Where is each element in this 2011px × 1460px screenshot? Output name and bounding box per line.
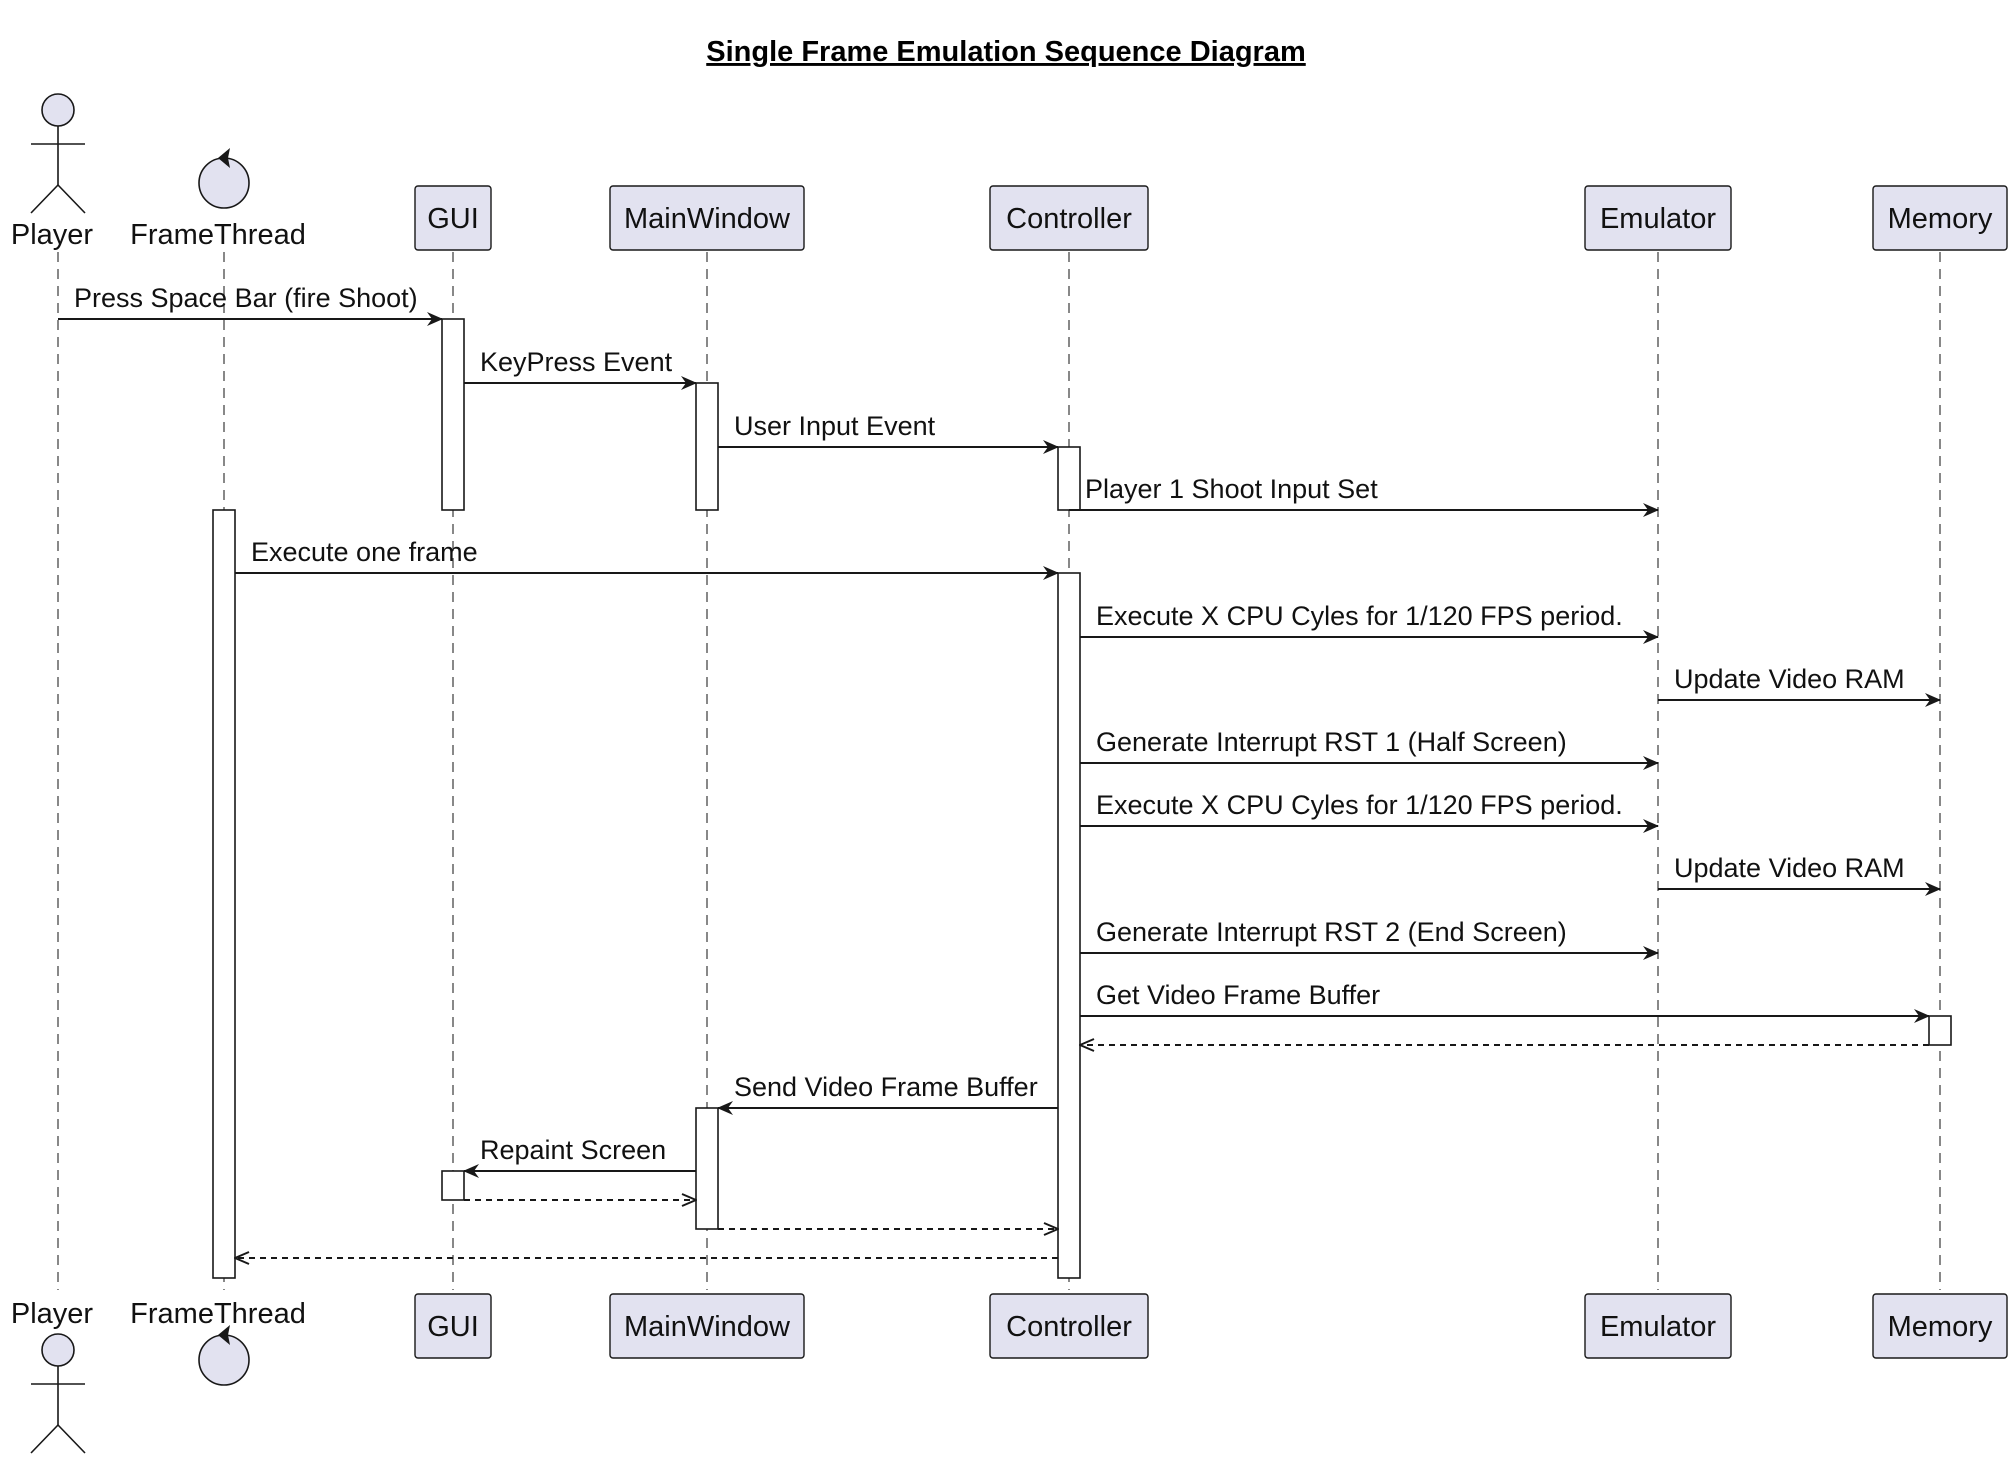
message-label: Execute X CPU Cyles for 1/120 FPS period…: [1096, 790, 1623, 820]
message-label: Press Space Bar (fire Shoot): [74, 283, 418, 313]
message-12: Get Video Frame Buffer: [1080, 980, 1930, 1023]
message-14: Send Video Frame Buffer: [717, 1072, 1058, 1115]
participant-box: [1872, 1293, 2008, 1359]
participant-memory-bottom: Memory: [1872, 1293, 2008, 1359]
participant-player-top: Player: [11, 93, 94, 251]
participant-box: [609, 1293, 805, 1359]
participant-label: Memory: [1888, 203, 1993, 235]
messages: Press Space Bar (fire Shoot) KeyPress Eve…: [58, 283, 1941, 1258]
message-label: Repaint Screen: [480, 1135, 666, 1165]
diagram-title: Single Frame Emulation Sequence Diagram: [706, 36, 1306, 68]
participant-label: Emulator: [1600, 203, 1716, 235]
message-1: Press Space Bar (fire Shoot): [58, 283, 443, 326]
participant-framethread-top: FrameThread: [130, 148, 306, 251]
participant-label: GUI: [427, 203, 479, 235]
participant-box: [1584, 1293, 1732, 1359]
activation-bar-framethread: [212, 509, 236, 1279]
message-2: KeyPress Event: [464, 347, 697, 390]
participant-framethread-bottom: FrameThread: [130, 1298, 306, 1386]
message-label: Send Video Frame Buffer: [734, 1072, 1038, 1102]
message-5: Execute one frame: [235, 537, 1059, 580]
participant-box: [989, 185, 1149, 251]
participant-label: MainWindow: [624, 1311, 791, 1343]
participants-footer: Player FrameThread GUI MainWindow Controller…: [11, 1293, 2008, 1454]
participant-label: FrameThread: [130, 1298, 306, 1330]
lifelines: [57, 252, 1941, 1290]
participant-box: [1584, 185, 1732, 251]
message-label: Update Video RAM: [1674, 664, 1905, 694]
participant-box: [1872, 185, 2008, 251]
participant-label: Player: [11, 219, 94, 251]
control-icon: [198, 1325, 250, 1386]
message-3: User Input Event: [718, 411, 1059, 454]
activation-bars: [212, 318, 1952, 1279]
message-label: Generate Interrupt RST 2 (End Screen): [1096, 917, 1567, 947]
message-11: Generate Interrupt RST 2 (End Screen): [1080, 917, 1659, 960]
participant-player-bottom: Player: [11, 1298, 94, 1454]
participant-label: Controller: [1006, 203, 1132, 235]
message-label: Execute X CPU Cyles for 1/120 FPS period…: [1096, 601, 1623, 631]
message-15: Repaint Screen: [463, 1135, 696, 1178]
participant-label: FrameThread: [130, 219, 306, 251]
participant-emulator-bottom: Emulator: [1584, 1293, 1732, 1359]
message-label: Generate Interrupt RST 1 (Half Screen): [1096, 727, 1567, 757]
participant-box: [414, 185, 492, 251]
message-9: Execute X CPU Cyles for 1/120 FPS period…: [1080, 790, 1659, 833]
message-label: KeyPress Event: [480, 347, 673, 377]
participant-box: [414, 1293, 492, 1359]
participant-mainwindow-bottom: MainWindow: [609, 1293, 805, 1359]
participant-gui-bottom: GUI: [414, 1293, 492, 1359]
participant-box: [989, 1293, 1149, 1359]
message-label: User Input Event: [734, 411, 936, 441]
message-label: Get Video Frame Buffer: [1096, 980, 1380, 1010]
participant-label: Controller: [1006, 1311, 1132, 1343]
message-8: Generate Interrupt RST 1 (Half Screen): [1080, 727, 1659, 770]
participant-label: MainWindow: [624, 203, 791, 235]
participant-memory-top: Memory: [1872, 185, 2008, 251]
participant-controller-bottom: Controller: [989, 1293, 1149, 1359]
message-label: Update Video RAM: [1674, 853, 1905, 883]
message-label: Execute one frame: [251, 537, 478, 567]
activation-bar-controller: [1057, 572, 1081, 1279]
participant-emulator-top: Emulator: [1584, 185, 1732, 251]
participant-label: Memory: [1888, 1311, 1993, 1343]
activation-bar-mainwindow: [695, 1107, 719, 1230]
message-6: Execute X CPU Cyles for 1/120 FPS period…: [1080, 601, 1659, 644]
participant-label: Emulator: [1600, 1311, 1716, 1343]
activation-bar-controller: [1057, 446, 1081, 511]
message-10: Update Video RAM: [1658, 853, 1941, 896]
message-4: Player 1 Shoot Input Set: [1069, 474, 1659, 517]
participant-box: [609, 185, 805, 251]
participant-mainwindow-top: MainWindow: [609, 185, 805, 251]
actor-icon: [30, 93, 86, 214]
actor-icon: [30, 1333, 86, 1454]
activation-bar-gui: [441, 318, 465, 511]
participant-controller-top: Controller: [989, 185, 1149, 251]
message-7: Update Video RAM: [1658, 664, 1941, 707]
participants-header: Player FrameThread GUI MainWindow Controller…: [11, 93, 2008, 251]
participant-gui-top: GUI: [414, 185, 492, 251]
message-label: Player 1 Shoot Input Set: [1085, 474, 1378, 504]
activation-bar-mainwindow: [695, 382, 719, 511]
activation-bar-gui: [441, 1170, 465, 1201]
participant-label: GUI: [427, 1311, 479, 1343]
participant-label: Player: [11, 1298, 94, 1330]
control-icon: [198, 148, 250, 209]
activation-bar-memory: [1928, 1015, 1952, 1046]
